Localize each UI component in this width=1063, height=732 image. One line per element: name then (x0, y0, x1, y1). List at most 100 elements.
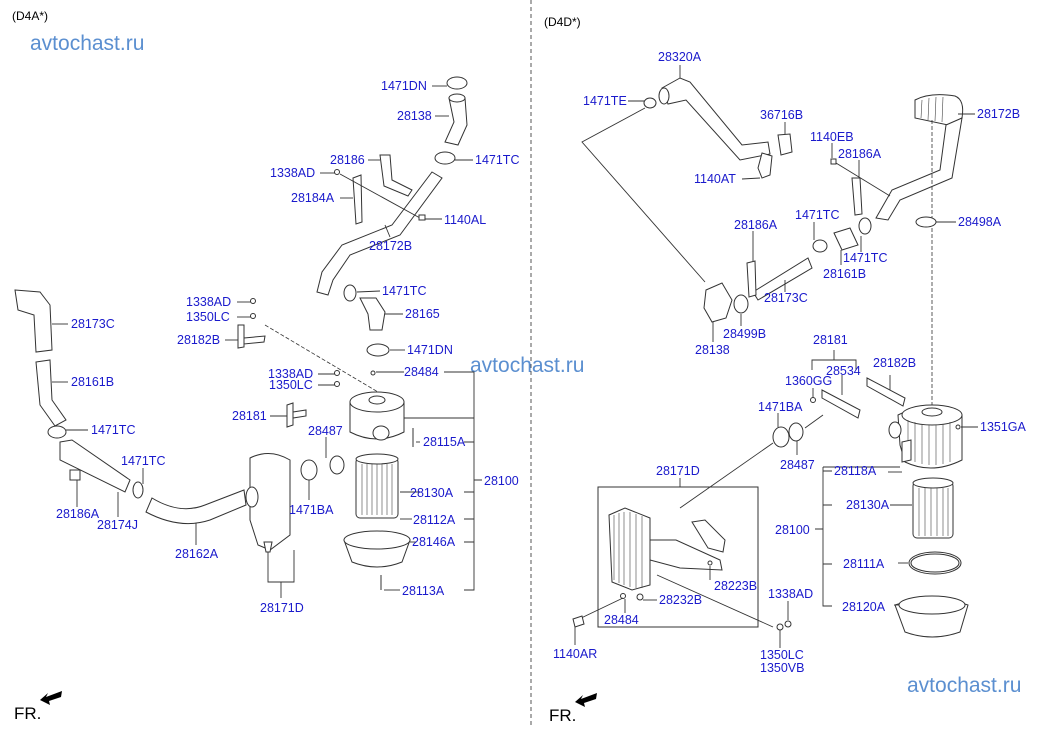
section-title-d4d: (D4D*) (544, 15, 581, 29)
part-label[interactable]: 28171D (260, 601, 304, 615)
part-label[interactable]: 1471TC (475, 153, 519, 167)
part-label[interactable]: 1140AL (444, 213, 486, 227)
part-label[interactable]: 1350VB (760, 661, 804, 675)
d4a-part-labels: 1471DN 28138 1471TC 28186 1338AD 28184A … (56, 79, 519, 615)
part-label[interactable]: 1471TC (795, 208, 839, 222)
part-label[interactable]: 1351GA (980, 420, 1027, 434)
part-label[interactable]: 28130A (410, 486, 454, 500)
part-label[interactable]: 28186 (330, 153, 365, 167)
front-arrow-icon (40, 691, 62, 705)
part-label[interactable]: 28138 (397, 109, 432, 123)
part-label[interactable]: 28484 (404, 365, 439, 379)
air-filter-element (355, 453, 399, 519)
front-direction-indicator: FR. (549, 693, 597, 725)
connector-pipe (752, 257, 813, 301)
part-label[interactable]: 28487 (308, 424, 343, 438)
part-label[interactable]: 1140EB (810, 130, 854, 144)
part-label[interactable]: 1471TC (382, 284, 426, 298)
part-label[interactable]: 1471TC (121, 454, 165, 468)
duct-hose (35, 359, 67, 427)
hose-clamp (366, 343, 390, 357)
part-label[interactable]: 1338AD (186, 295, 231, 309)
d4d-leader-lines (574, 65, 978, 648)
part-label[interactable]: 28173C (71, 317, 115, 331)
part-label[interactable]: 28186A (838, 147, 882, 161)
part-label[interactable]: 28146A (412, 535, 456, 549)
bracket (821, 389, 861, 419)
part-label[interactable]: 28161B (71, 375, 114, 389)
hose-clamp (446, 76, 468, 90)
part-label[interactable]: 1350LC (186, 310, 230, 324)
bracket (237, 324, 266, 349)
part-label[interactable]: 28112A (413, 513, 456, 527)
part-label[interactable]: 28161B (823, 267, 866, 281)
part-label[interactable]: 1350LC (760, 648, 804, 662)
part-label[interactable]: 28165 (405, 307, 440, 321)
hose-clamp (858, 217, 872, 235)
leader-line (339, 173, 421, 219)
part-label[interactable]: 28171D (656, 464, 700, 478)
part-label[interactable]: 28120A (842, 600, 886, 614)
part-label[interactable]: 1350LC (269, 378, 313, 392)
hose-clamp (132, 481, 144, 499)
part-label[interactable]: 1140AR (553, 647, 597, 661)
part-label[interactable]: 28130A (846, 498, 890, 512)
part-label[interactable]: 28534 (826, 364, 861, 378)
part-label[interactable]: 28172B (977, 107, 1020, 121)
snorkel-pipe (875, 117, 963, 221)
part-label[interactable]: 28100 (484, 474, 519, 488)
housing-inlet (368, 395, 386, 405)
part-label[interactable]: 28499B (723, 327, 766, 341)
part-label[interactable]: 1338AD (268, 367, 313, 381)
part-label[interactable]: 28186A (56, 507, 100, 521)
part-label[interactable]: 28223B (714, 579, 757, 593)
hose-clamp (915, 216, 937, 228)
part-label[interactable]: 1338AD (270, 166, 315, 180)
part-label[interactable]: 28138 (695, 343, 730, 357)
part-label[interactable]: 1471BA (758, 400, 803, 414)
part-label[interactable]: 28182B (873, 356, 916, 370)
part-label[interactable]: 28487 (780, 458, 815, 472)
part-label[interactable]: 36716B (760, 108, 803, 122)
resonator-inlet (245, 486, 259, 508)
housing-outlet (372, 425, 390, 441)
part-label[interactable]: 1471TC (843, 251, 887, 265)
part-label[interactable]: 28115A (423, 435, 466, 449)
part-label[interactable]: 1471TC (91, 423, 135, 437)
resonator-elbow (691, 519, 726, 553)
assembly-line (576, 597, 624, 621)
hose-clamp (343, 284, 357, 302)
nut (620, 593, 626, 599)
part-label[interactable]: 28186A (734, 218, 778, 232)
part-label[interactable]: 28498A (958, 215, 1002, 229)
part-label[interactable]: 28484 (604, 613, 639, 627)
part-label[interactable]: 28232B (659, 593, 702, 607)
part-label[interactable]: 1471DN (381, 79, 427, 93)
hose-clamp (643, 97, 657, 109)
part-label[interactable]: 28181 (232, 409, 267, 423)
part-label[interactable]: 28113A (402, 584, 445, 598)
part-label[interactable]: 1338AD (768, 587, 813, 601)
part-label[interactable]: 1471TE (583, 94, 627, 108)
part-label[interactable]: 28173C (764, 291, 808, 305)
part-label[interactable]: 28320A (658, 50, 702, 64)
nut (334, 169, 340, 175)
clip (707, 560, 713, 566)
hose-clamp (47, 425, 67, 439)
part-label[interactable]: 28100 (775, 523, 810, 537)
part-label[interactable]: 1471BA (289, 503, 334, 517)
part-label[interactable]: 28111A (843, 557, 885, 571)
part-label[interactable]: 28172B (369, 239, 412, 253)
part-label[interactable]: 1140AT (694, 172, 736, 186)
hose-clamp (733, 294, 749, 314)
part-label[interactable]: 1360GG (785, 374, 832, 388)
hose-clamp (772, 426, 790, 448)
part-label[interactable]: 28182B (177, 333, 220, 347)
part-label[interactable]: 1471DN (407, 343, 453, 357)
part-label[interactable]: 28118A (834, 464, 877, 478)
part-label[interactable]: 28162A (175, 547, 219, 561)
part-label[interactable]: 28174J (97, 518, 138, 532)
part-label[interactable]: 28184A (291, 191, 335, 205)
part-label[interactable]: 28181 (813, 333, 848, 347)
